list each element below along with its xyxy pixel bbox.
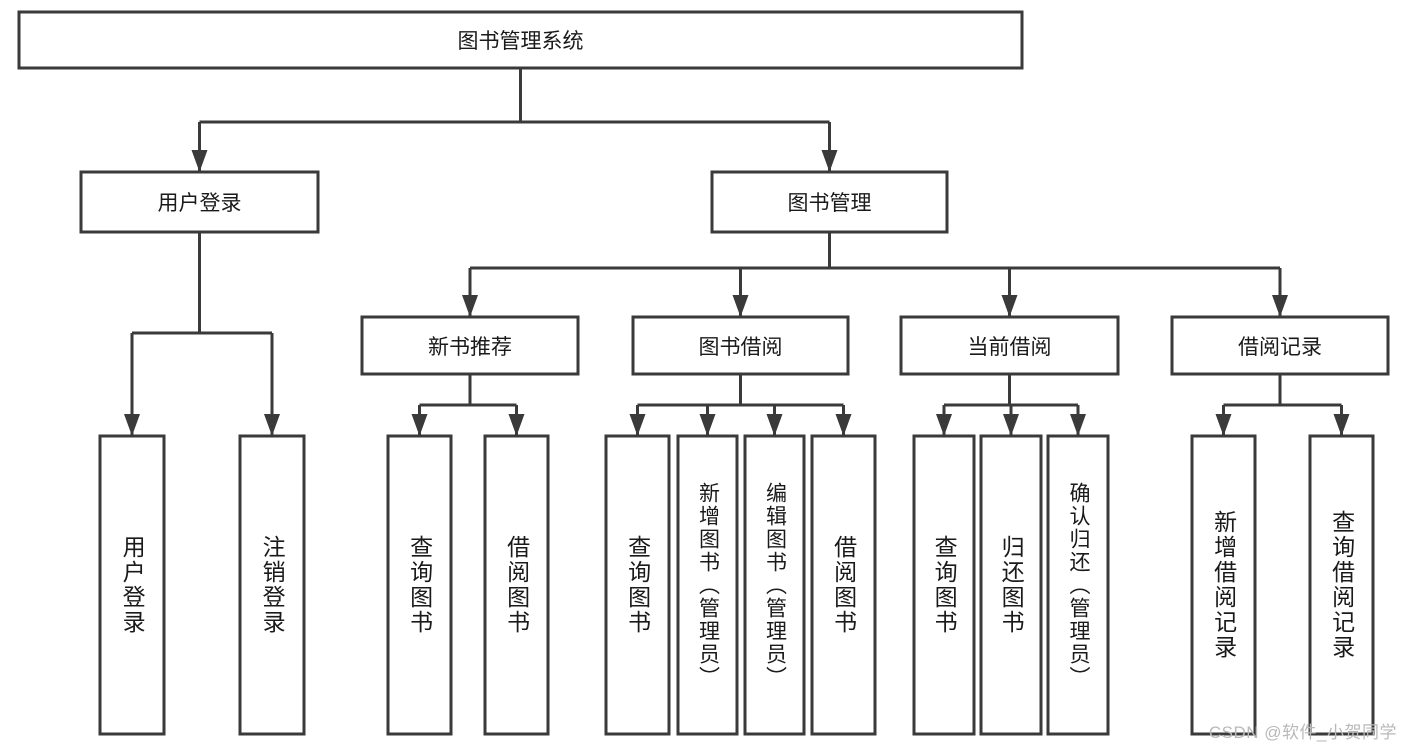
arrow-head-icon-new-book-recommend xyxy=(462,295,478,317)
node-box-leaf-borrow-book-1[interactable] xyxy=(483,434,550,736)
node-box-leaf-borrow-book-2[interactable] xyxy=(810,434,877,736)
arrow-head-icon-leaf-return-book xyxy=(1003,414,1019,436)
arrow-head-icon-leaf-edit-book xyxy=(766,414,783,436)
node-box-book-manage[interactable] xyxy=(710,170,949,234)
node-box-book-borrow[interactable] xyxy=(631,315,850,376)
arrow-head-icon-leaf-add-record xyxy=(1215,414,1232,436)
node-box-leaf-query-book-3[interactable] xyxy=(912,434,976,736)
csdn-watermark: CSDN @软件_小贺同学 xyxy=(1208,723,1397,742)
node-box-new-book-recommend[interactable] xyxy=(360,315,580,376)
node-box-leaf-add-book[interactable] xyxy=(676,434,739,736)
node-box-leaf-add-record[interactable] xyxy=(1190,434,1257,736)
arrow-head-icon-user-login xyxy=(191,150,208,172)
arrow-head-icon-borrow-record xyxy=(1272,295,1288,317)
node-box-leaf-return-book[interactable] xyxy=(979,434,1043,736)
node-box-current-borrow[interactable] xyxy=(899,315,1120,376)
arrow-head-icon-leaf-confirm-return xyxy=(1070,414,1086,436)
connectors-group xyxy=(124,68,1350,436)
arrow-head-icon-leaf-add-book xyxy=(699,414,716,436)
arrow-head-icon-current-borrow xyxy=(1001,295,1018,317)
node-box-root[interactable] xyxy=(17,10,1024,70)
arrow-head-icon-leaf-borrow-book-2 xyxy=(835,414,852,436)
node-boxes-group xyxy=(17,10,1390,736)
arrow-head-icon-leaf-user-login xyxy=(124,414,140,436)
arrow-head-icon-leaf-query-book-3 xyxy=(936,414,952,436)
arrow-head-icon-leaf-query-record xyxy=(1333,414,1350,436)
arrow-head-icon-leaf-borrow-book-1 xyxy=(508,414,525,436)
arrow-head-icon-leaf-query-book-2 xyxy=(629,414,646,436)
node-box-leaf-query-record[interactable] xyxy=(1308,434,1375,736)
node-box-leaf-query-book-1[interactable] xyxy=(386,434,453,736)
node-box-leaf-user-login[interactable] xyxy=(98,434,166,736)
node-box-borrow-record[interactable] xyxy=(1170,315,1390,376)
node-box-leaf-query-book-2[interactable] xyxy=(604,434,671,736)
arrow-head-icon-book-borrow xyxy=(732,295,749,317)
arrow-head-icon-book-manage xyxy=(821,150,838,172)
node-box-leaf-confirm-return[interactable] xyxy=(1046,434,1110,736)
arrow-head-icon-leaf-logout-login xyxy=(264,414,280,436)
node-box-leaf-edit-book[interactable] xyxy=(743,434,806,736)
node-box-leaf-logout-login[interactable] xyxy=(238,434,306,736)
node-box-user-login[interactable] xyxy=(79,170,320,234)
arrow-head-icon-leaf-query-book-1 xyxy=(411,414,428,436)
